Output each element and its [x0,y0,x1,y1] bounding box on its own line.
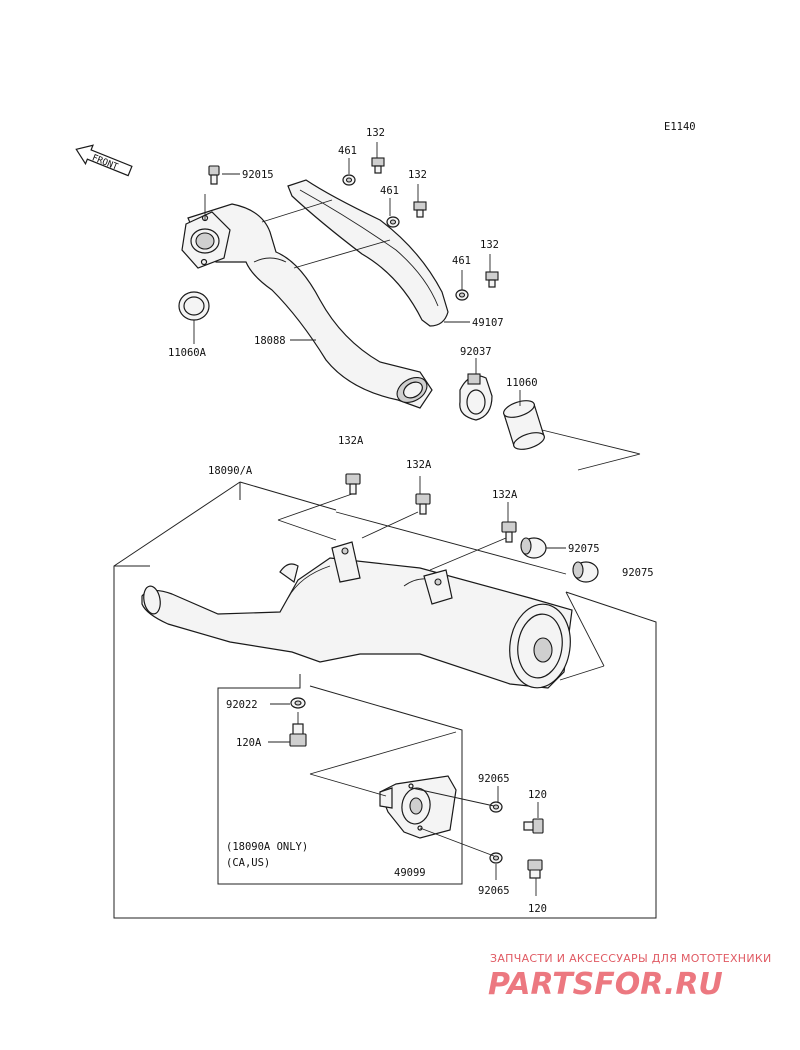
washer-461-a [342,174,356,186]
bottom-leaders [268,703,539,896]
label-18088: 18088 [254,335,286,347]
gasket-11060A [178,291,210,321]
note-line-2: (CA,US) [226,857,270,869]
label-92065-a: 92065 [478,773,510,785]
sub-frame [217,674,463,885]
washer-461-c [455,289,469,301]
bolt-132-c [485,271,499,288]
bolt-92015 [208,165,220,185]
label-120-a: 120 [528,789,547,801]
heat-guard-49107 [287,179,449,327]
top-leaders [193,142,641,471]
grommet-92075-a [520,537,547,559]
label-92015: 92015 [242,169,274,181]
muffler-inlet [143,585,161,615]
watermark: ЗАПЧАСТИ И АКСЕССУАРЫ ДЛЯ МОТОТЕХНИКИ PA… [488,952,772,1002]
watermark-tagline: ЗАПЧАСТИ И АКСЕССУАРЫ ДЛЯ МОТОТЕХНИКИ [490,952,772,965]
label-49099: 49099 [394,867,426,879]
bolt-120A [289,723,307,747]
label-11060A: 11060A [168,347,207,359]
label-461-b: 461 [380,185,399,197]
label-49107: 49107 [472,317,504,329]
label-92022: 92022 [226,699,258,711]
clamp-92037 [459,373,493,421]
label-92075-a: 92075 [568,543,600,555]
label-132-c: 132 [480,239,499,251]
label-132A-a: 132A [338,435,364,447]
label-120-b: 120 [528,903,547,915]
plate-49099 [379,775,457,839]
label-92037: 92037 [460,346,492,358]
label-132-a: 132 [366,127,385,139]
bolt-132A-c [501,521,517,543]
bolt-132-b [413,201,427,218]
washer-92022 [290,697,306,709]
washer-92065-b [489,852,503,864]
label-132A-b: 132A [406,459,432,471]
bolt-132-a [371,157,385,174]
label-18090A: 18090/A [208,465,253,477]
part-labels: 92015 461 132 132 461 461 132 49107 1106… [168,127,654,915]
washer-92065-a [489,801,503,813]
bolt-120-b [527,859,543,879]
bolt-132A-b [415,493,431,515]
muffler-18090 [141,541,573,689]
grommet-92075-b [572,561,599,583]
label-92065-b: 92065 [478,885,510,897]
label-11060: 11060 [506,377,538,389]
label-132-b: 132 [408,169,427,181]
gasket-11060 [503,400,545,450]
label-461-a: 461 [338,145,357,157]
bolt-120-a [523,818,544,834]
diagram-code: E1140 [664,121,696,133]
label-92075-b: 92075 [622,567,654,579]
label-132A-c: 132A [492,489,518,501]
front-arrow-icon: FRONT [75,144,133,177]
note-line-1: (18090A ONLY) [226,841,308,853]
middle-leaders [277,476,605,681]
watermark-logo: PARTSFOR.RU [488,967,723,1002]
label-461-c: 461 [452,255,471,267]
flange [181,211,231,269]
header-pipe-18088 [187,203,433,409]
bolt-132A-a [345,473,361,495]
label-120A: 120A [236,737,262,749]
washer-461-b [386,216,400,228]
